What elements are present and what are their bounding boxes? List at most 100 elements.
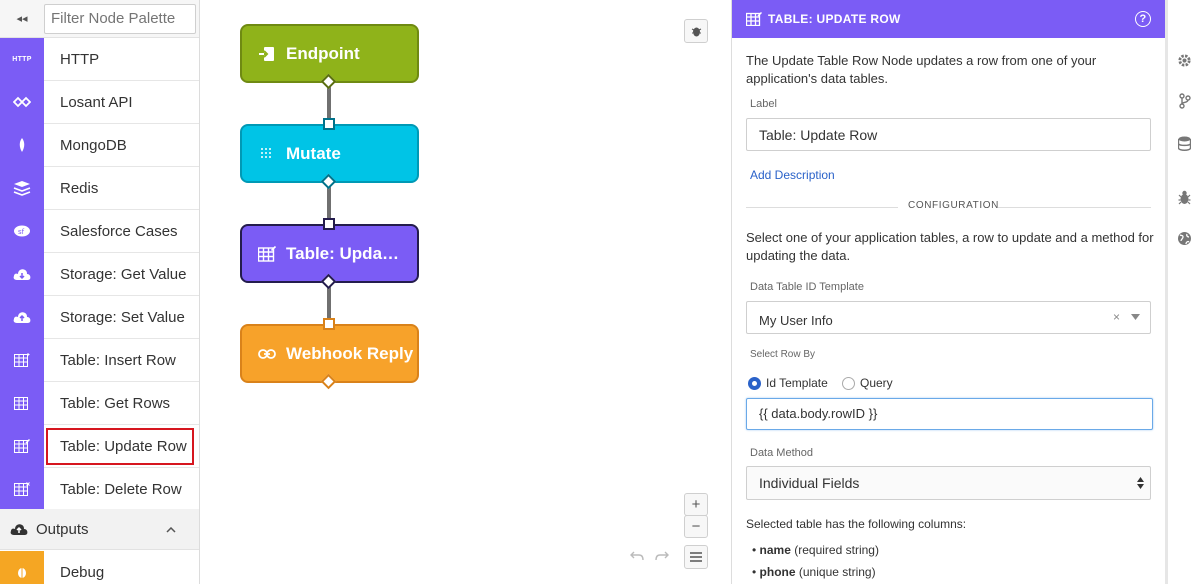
radio-label: Id Template [766, 376, 828, 390]
palette-item-table-delete-row[interactable]: Table: Delete Row [0, 467, 199, 511]
palette-item-table-insert-row[interactable]: Table: Insert Row [0, 338, 199, 382]
outputs-label: Outputs [36, 520, 89, 538]
palette-item-label: Redis [60, 179, 99, 197]
canvas-debug-button[interactable] [684, 19, 708, 43]
endpoint-icon [258, 45, 276, 63]
table-icon [258, 245, 276, 263]
columns-text: Selected table has the following columns… [746, 517, 967, 531]
table-id-value: My User Info [759, 313, 833, 328]
palette-item-storage-set-value[interactable]: Storage: Set Value [0, 295, 199, 339]
node-description: The Update Table Row Node updates a row … [746, 53, 1097, 86]
palette-item-label: Debug [60, 563, 105, 581]
row-id-template-input[interactable]: {{ data.body.rowID }} [746, 398, 1153, 430]
data-method-select[interactable]: Individual Fields [746, 466, 1151, 500]
panel-title: Table: Update Row [768, 12, 901, 26]
palette-item-label: Table: Update Row [60, 437, 187, 455]
input-port[interactable] [323, 318, 335, 330]
palette-item-label: Salesforce Cases [60, 222, 178, 240]
double-chevron-left-icon: ◂◂ [16, 13, 28, 25]
node-palette: ◂◂ HTTP HTTP Losant API MongoDB Redis [0, 0, 200, 584]
palette-item-table-get-rows[interactable]: Table: Get Rows [0, 381, 199, 425]
zoom-in-button[interactable]: + [684, 493, 708, 516]
hamburger-icon [690, 552, 702, 562]
palette-item-salesforce-cases[interactable]: sf Salesforce Cases [0, 209, 199, 253]
zoom-out-button[interactable]: − [684, 515, 708, 538]
globe-icon [1178, 231, 1191, 245]
column-item: • name (required string) [752, 543, 879, 557]
help-icon[interactable]: ? [1135, 11, 1151, 27]
table-insert-icon [0, 338, 44, 382]
canvas-menu-button[interactable] [684, 545, 708, 569]
versions-tab[interactable] [1168, 88, 1200, 114]
mutate-icon [258, 145, 276, 163]
palette-item-label: HTTP [60, 50, 100, 68]
table-id-label: Data Table ID Template [750, 281, 864, 293]
branch-icon [1178, 93, 1191, 109]
palette-item-mongodb[interactable]: MongoDB [0, 123, 199, 167]
input-port[interactable] [323, 218, 335, 230]
undo-button[interactable] [630, 548, 644, 566]
node-label: Table: Upda… [286, 243, 400, 263]
radio-label: Query [860, 376, 893, 390]
palette-item-table-update-row[interactable]: Table: Update Row [0, 424, 199, 468]
node-label: Webhook Reply [286, 343, 414, 363]
connection-wire [327, 82, 331, 126]
section-divider [746, 207, 898, 208]
node-properties-panel: Table: Update Row ? The Update Table Row… [731, 0, 1165, 584]
palette-item-http[interactable]: HTTP HTTP [0, 37, 199, 81]
column-name: phone [759, 565, 796, 579]
palette-item-losant-api[interactable]: Losant API [0, 80, 199, 124]
select-arrows-icon [1137, 477, 1144, 489]
palette-item-label: Losant API [60, 93, 133, 111]
select-row-by-label: Select Row By [750, 349, 816, 360]
collapse-palette-button[interactable]: ◂◂ [0, 0, 44, 38]
palette-item-debug[interactable]: Debug [0, 550, 199, 584]
outputs-category-header[interactable]: Outputs [0, 509, 199, 550]
radio-query[interactable]: Query [842, 376, 893, 390]
palette-item-storage-get-value[interactable]: Storage: Get Value [0, 252, 199, 296]
globals-tab[interactable] [1168, 225, 1200, 251]
input-port[interactable] [323, 118, 335, 130]
radio-button[interactable] [842, 376, 855, 390]
palette-toolbar: ◂◂ [0, 0, 199, 38]
mutate-node[interactable]: Mutate [240, 124, 419, 183]
undo-icon [630, 551, 644, 561]
radio-id-template[interactable]: Id Template [748, 376, 828, 390]
settings-tab[interactable] [1168, 47, 1200, 73]
cloud-upload-icon [0, 295, 44, 339]
label-field-label: Label [750, 98, 777, 110]
column-name: name [759, 543, 791, 557]
panel-header: Table: Update Row ? [732, 0, 1165, 38]
column-desc: (unique string) [798, 565, 876, 579]
table-id-select[interactable]: My User Info × [746, 301, 1151, 334]
data-method-value: Individual Fields [759, 475, 860, 491]
filter-node-palette-input[interactable] [44, 3, 196, 34]
data-method-label: Data Method [750, 447, 813, 459]
bug-icon [691, 27, 701, 37]
column-desc: (required string) [794, 543, 879, 557]
redo-button[interactable] [655, 548, 669, 566]
palette-item-label: Storage: Get Value [60, 265, 187, 283]
palette-item-redis[interactable]: Redis [0, 166, 199, 210]
mongodb-icon [0, 123, 44, 167]
clear-icon[interactable]: × [1112, 310, 1120, 324]
radio-button-selected[interactable] [748, 376, 761, 390]
column-item: • phone (unique string) [752, 565, 876, 579]
palette-item-label: Table: Insert Row [60, 351, 176, 369]
panel-scrollbar[interactable] [1165, 0, 1167, 584]
redo-icon [655, 551, 669, 561]
storage-tab[interactable] [1168, 130, 1200, 156]
palette-item-label: Storage: Set Value [60, 308, 185, 326]
cloud-upload-icon [10, 523, 28, 535]
gear-icon [1178, 53, 1191, 67]
table-delete-icon [0, 467, 44, 511]
workflow-canvas[interactable]: Endpoint Mutate Table: Upda… Webhook Rep… [200, 0, 730, 584]
add-description-link[interactable]: Add Description [750, 168, 835, 182]
losant-api-icon [0, 80, 44, 124]
connection-wire [327, 282, 331, 326]
debug-tab[interactable] [1168, 184, 1200, 210]
bug-icon [1178, 190, 1191, 204]
minus-icon: − [691, 518, 701, 535]
http-icon: HTTP [0, 37, 44, 81]
label-input[interactable]: Table: Update Row [746, 118, 1151, 151]
